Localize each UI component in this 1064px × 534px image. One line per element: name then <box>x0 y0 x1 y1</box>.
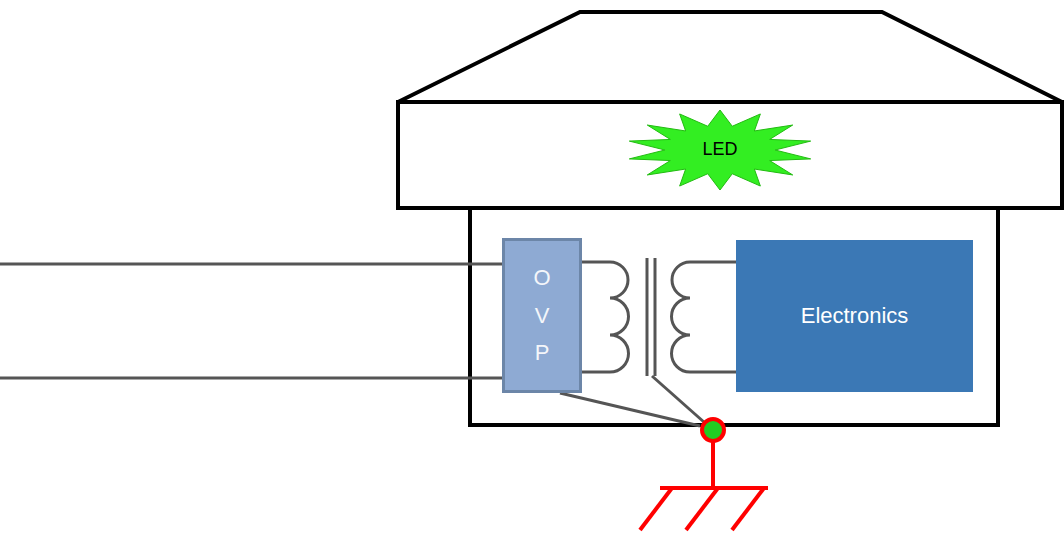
primary-coil <box>582 262 629 372</box>
transformer-core <box>646 258 649 376</box>
transformer-core <box>654 258 657 376</box>
supply-wire <box>0 263 504 266</box>
vertical-label: O V P <box>531 259 553 371</box>
supply-wire <box>0 377 504 380</box>
earth-tick <box>732 488 764 530</box>
lamp-band <box>398 102 1062 208</box>
ovp-box: O V P <box>502 238 582 393</box>
led-star: LED <box>625 108 815 192</box>
housing <box>398 12 1062 425</box>
roof <box>398 12 1062 102</box>
earth-symbol <box>640 440 768 530</box>
earth-terminal <box>702 419 724 441</box>
driver-housing <box>470 208 998 425</box>
star-outline <box>629 110 810 190</box>
earth-wire <box>652 376 705 423</box>
earth-stem <box>711 440 715 488</box>
node-label: LED <box>702 139 737 161</box>
earth-tick <box>640 488 672 530</box>
electronics-box: Electronics <box>736 240 973 392</box>
secondary-coil <box>672 262 738 372</box>
node-label: Electronics <box>801 303 909 329</box>
earth-tick <box>686 488 718 530</box>
wiring <box>0 258 737 426</box>
earth-bar <box>660 486 768 490</box>
